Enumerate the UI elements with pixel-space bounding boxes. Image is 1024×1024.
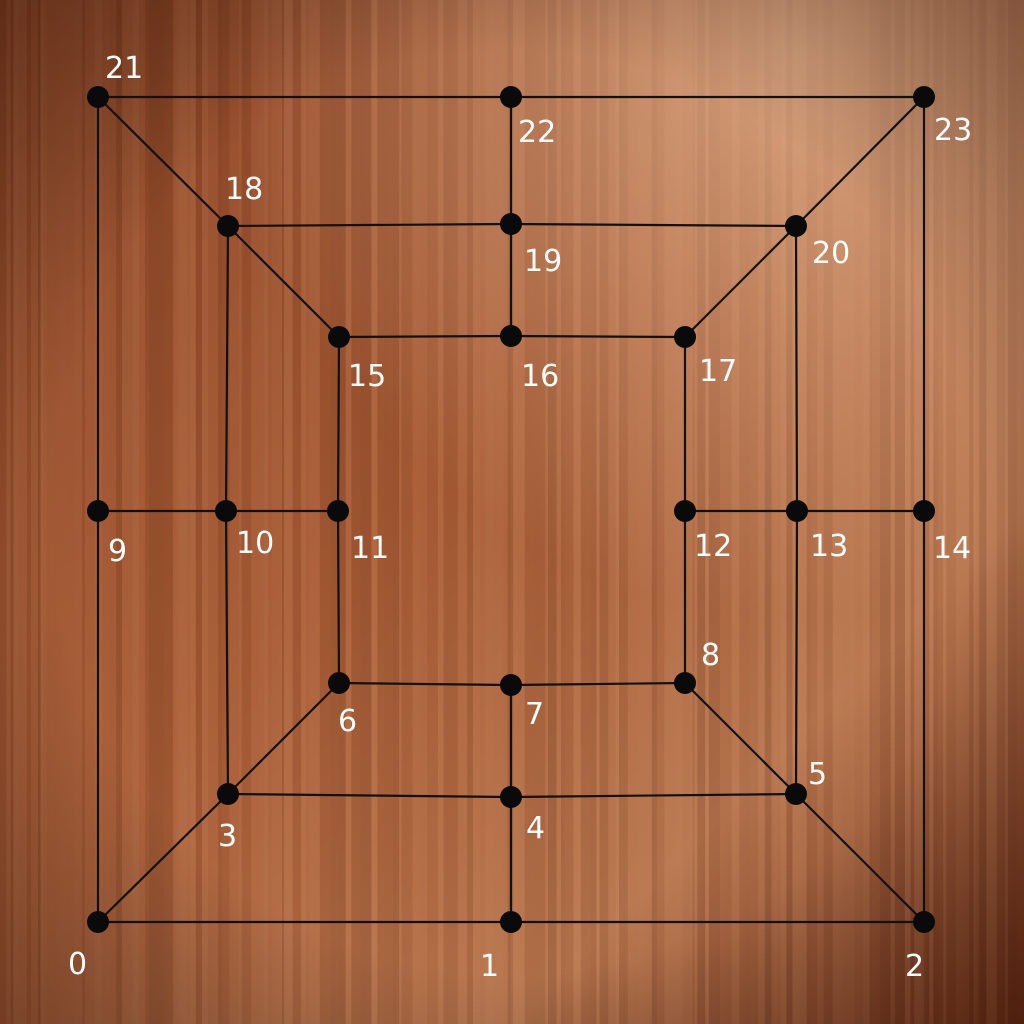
board-line-20-17 xyxy=(683,224,798,339)
board-point-19[interactable] xyxy=(500,213,522,235)
board-line-19-20 xyxy=(509,222,798,228)
board-point-14[interactable] xyxy=(913,500,935,522)
board-line-23-20 xyxy=(794,95,926,228)
board-point-17[interactable] xyxy=(674,326,696,348)
point-label-21: 21 xyxy=(105,51,144,86)
board-point-1[interactable] xyxy=(500,911,522,933)
point-label-17: 17 xyxy=(699,354,738,389)
point-label-10: 10 xyxy=(236,526,275,561)
board-point-3[interactable] xyxy=(217,783,239,805)
board-line-0-3 xyxy=(96,792,230,924)
board-point-10[interactable] xyxy=(215,500,237,522)
point-label-9: 9 xyxy=(108,534,128,569)
board-point-6[interactable] xyxy=(328,672,350,694)
board-point-11[interactable] xyxy=(327,500,349,522)
board-line-11-15 xyxy=(336,335,341,513)
board-line-10-18 xyxy=(224,224,230,513)
board-lines xyxy=(96,95,926,924)
board-point-16[interactable] xyxy=(500,325,522,347)
board-line-3-6 xyxy=(226,681,341,796)
board-point-12[interactable] xyxy=(674,500,696,522)
board-points xyxy=(87,86,935,933)
point-label-0: 0 xyxy=(68,947,88,982)
point-label-14: 14 xyxy=(933,531,972,566)
board-point-7[interactable] xyxy=(500,674,522,696)
point-label-19: 19 xyxy=(524,244,563,279)
point-label-4: 4 xyxy=(526,811,546,846)
board-line-15-16 xyxy=(337,334,513,339)
point-label-3: 3 xyxy=(218,819,238,854)
point-label-23: 23 xyxy=(934,113,973,148)
board-line-5-8 xyxy=(683,681,798,796)
point-label-15: 15 xyxy=(348,359,387,394)
point-label-2: 2 xyxy=(905,949,925,984)
point-label-20: 20 xyxy=(812,236,851,271)
board-point-15[interactable] xyxy=(328,326,350,348)
point-label-7: 7 xyxy=(525,697,545,732)
board-point-21[interactable] xyxy=(87,86,109,108)
board-line-13-20 xyxy=(794,224,799,513)
board-line-5-13 xyxy=(794,509,799,796)
board-line-3-10 xyxy=(224,509,230,796)
board-point-8[interactable] xyxy=(674,672,696,694)
board-point-9[interactable] xyxy=(87,500,109,522)
board-line-4-5 xyxy=(509,792,798,799)
board-line-3-4 xyxy=(226,792,513,799)
board-line-6-7 xyxy=(337,681,513,687)
point-label-18: 18 xyxy=(225,172,264,207)
board-line-18-15 xyxy=(226,224,341,339)
board-point-20[interactable] xyxy=(785,215,807,237)
board-point-0[interactable] xyxy=(87,911,109,933)
board-point-23[interactable] xyxy=(913,86,935,108)
point-label-13: 13 xyxy=(810,529,849,564)
point-label-12: 12 xyxy=(694,529,733,564)
board-point-4[interactable] xyxy=(500,786,522,808)
board-point-2[interactable] xyxy=(913,911,935,933)
point-label-11: 11 xyxy=(351,531,390,566)
point-label-22: 22 xyxy=(518,115,557,150)
point-label-16: 16 xyxy=(521,359,560,394)
board-line-6-11 xyxy=(336,509,341,685)
board-line-16-17 xyxy=(509,334,687,339)
board-line-21-18 xyxy=(96,95,230,228)
point-label-1: 1 xyxy=(480,949,500,984)
board-point-18[interactable] xyxy=(217,215,239,237)
board-line-7-8 xyxy=(509,681,687,687)
board-line-2-5 xyxy=(794,792,926,924)
point-label-5: 5 xyxy=(808,757,828,792)
board-line-18-19 xyxy=(226,222,513,228)
point-label-6: 6 xyxy=(338,704,358,739)
board-point-22[interactable] xyxy=(500,86,522,108)
point-label-8: 8 xyxy=(701,638,721,673)
board-point-13[interactable] xyxy=(786,500,808,522)
board-point-5[interactable] xyxy=(785,783,807,805)
